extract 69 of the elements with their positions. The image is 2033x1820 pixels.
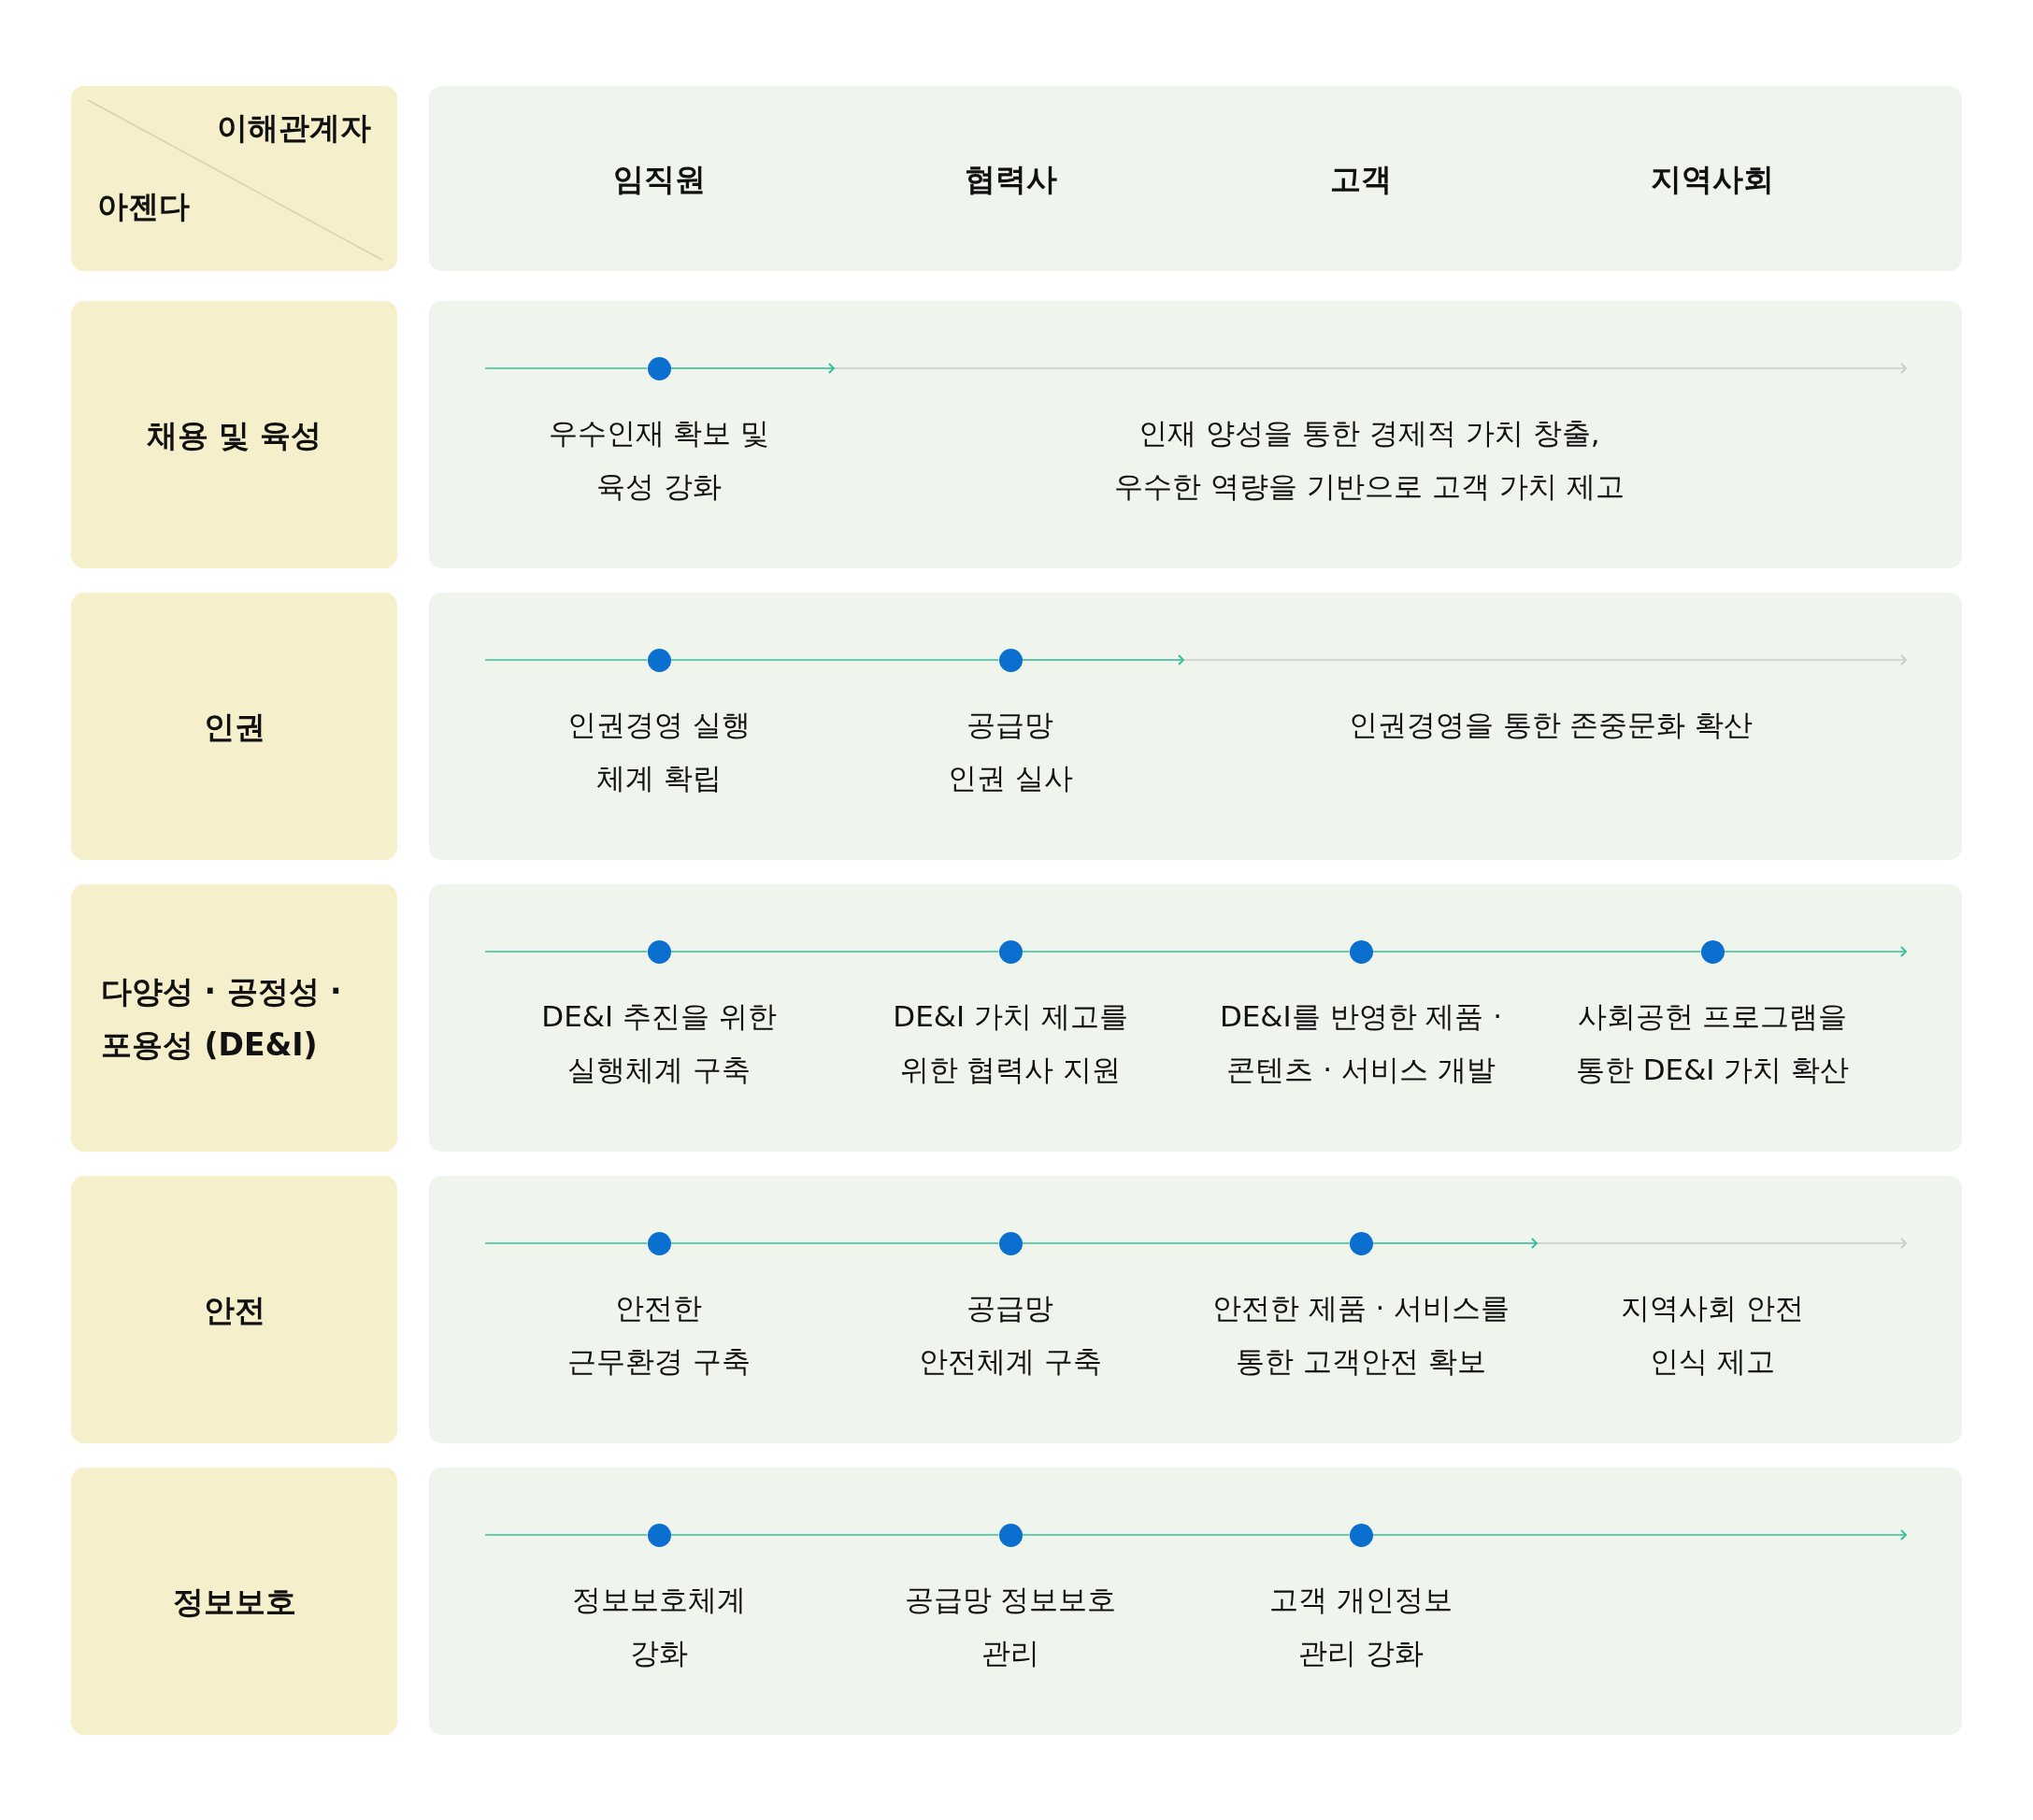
timeline-line — [1021, 951, 1351, 953]
milestone-text: DE&I 가치 제고를 위한 협력사 지원 — [893, 998, 1128, 1088]
agenda-cell — [71, 1176, 397, 1443]
header-cell — [71, 86, 397, 271]
agenda-label: 인권 — [203, 708, 265, 747]
timeline-dot — [998, 939, 1023, 964]
agenda-label: 안전 — [203, 1291, 265, 1330]
timeline-panel — [429, 1176, 1962, 1443]
timeline-dot — [647, 1231, 671, 1255]
timeline-dot — [1349, 1231, 1373, 1255]
agenda-cell — [71, 1468, 397, 1735]
timeline-arrow — [1371, 1238, 1538, 1249]
timeline-line — [669, 1242, 1000, 1244]
timeline-line — [669, 1534, 1000, 1536]
timeline-dot — [647, 356, 671, 380]
agenda-cell — [71, 884, 397, 1152]
milestone-text: 인권경영 실행 체계 확립 — [567, 707, 751, 796]
milestone-text: 인권경영을 통한 존중문화 확산 — [1348, 707, 1754, 743]
milestone-text: 공급망 안전체계 구축 — [919, 1290, 1102, 1380]
timeline-dot — [1700, 939, 1725, 964]
milestone-text: 인재 양성을 통한 경제적 가치 창출, 우수한 역량을 기반으로 고객 가치 제고 — [1114, 415, 1625, 505]
timeline-line — [669, 659, 1000, 661]
timeline-panel — [429, 884, 1962, 1152]
timeline-dot — [647, 648, 671, 672]
timeline-dot — [647, 939, 671, 964]
timeline-line — [484, 1242, 649, 1244]
stakeholder-label: 협력사 — [964, 160, 1057, 199]
timeline-dot — [998, 1231, 1023, 1255]
timeline-line — [1021, 1534, 1351, 1536]
timeline-line — [484, 659, 649, 661]
timeline-line — [484, 1534, 649, 1536]
timeline-dot — [647, 1523, 671, 1547]
milestone-text: 안전한 근무환경 구축 — [567, 1290, 751, 1380]
agenda-cell — [71, 301, 397, 568]
timeline-line — [1371, 951, 1702, 953]
milestone-text: DE&I를 반영한 제품 · 콘텐츠 · 서비스 개발 — [1219, 998, 1503, 1088]
timeline-dot — [998, 1523, 1023, 1547]
timeline-panel — [429, 593, 1962, 860]
timeline-dot — [1349, 939, 1373, 964]
milestone-text: DE&I 추진을 위한 실행체계 구축 — [541, 998, 777, 1088]
timeline-line — [669, 951, 1000, 953]
timeline-arrow — [669, 363, 835, 374]
stakeholder-label: 임직원 — [612, 160, 706, 199]
timeline-line — [1021, 1242, 1351, 1244]
timeline-dot — [1349, 1523, 1373, 1547]
milestone-text: 정보보호체계 강화 — [572, 1582, 746, 1671]
milestone-text: 공급망 인권 실사 — [948, 707, 1073, 796]
milestone-text: 우수인재 확보 및 육성 강화 — [548, 415, 770, 505]
timeline-dot — [998, 648, 1023, 672]
milestone-text: 안전한 제품 · 서비스를 통한 고객안전 확보 — [1211, 1290, 1510, 1380]
agenda-cell — [71, 593, 397, 860]
timeline-arrow — [1371, 1529, 1907, 1541]
timeline-line — [484, 951, 649, 953]
timeline-panel — [429, 1468, 1962, 1735]
agenda-label: 정보보호 — [172, 1583, 296, 1622]
agenda-label: 채용 및 육성 — [146, 416, 322, 455]
milestone-text: 사회공헌 프로그램을 통한 DE&I 가치 확산 — [1575, 998, 1850, 1088]
milestone-text: 공급망 정보보호 관리 — [904, 1582, 1117, 1671]
stakeholder-label: 고객 — [1330, 160, 1392, 199]
timeline-arrow — [1021, 654, 1184, 666]
stakeholder-label: 지역사회 — [1651, 160, 1774, 199]
timeline-panel — [429, 301, 1962, 568]
column-heading: 이해관계자 — [217, 108, 371, 148]
row-heading: 아젠다 — [97, 187, 190, 226]
timeline-arrow — [1723, 946, 1907, 957]
milestone-text: 지역사회 안전 인식 제고 — [1621, 1290, 1804, 1380]
agenda-label: 다양성 · 공정성 · 포용성 (DE&I) — [101, 972, 342, 1065]
timeline-line — [484, 367, 649, 369]
milestone-text: 고객 개인정보 관리 강화 — [1269, 1582, 1453, 1671]
